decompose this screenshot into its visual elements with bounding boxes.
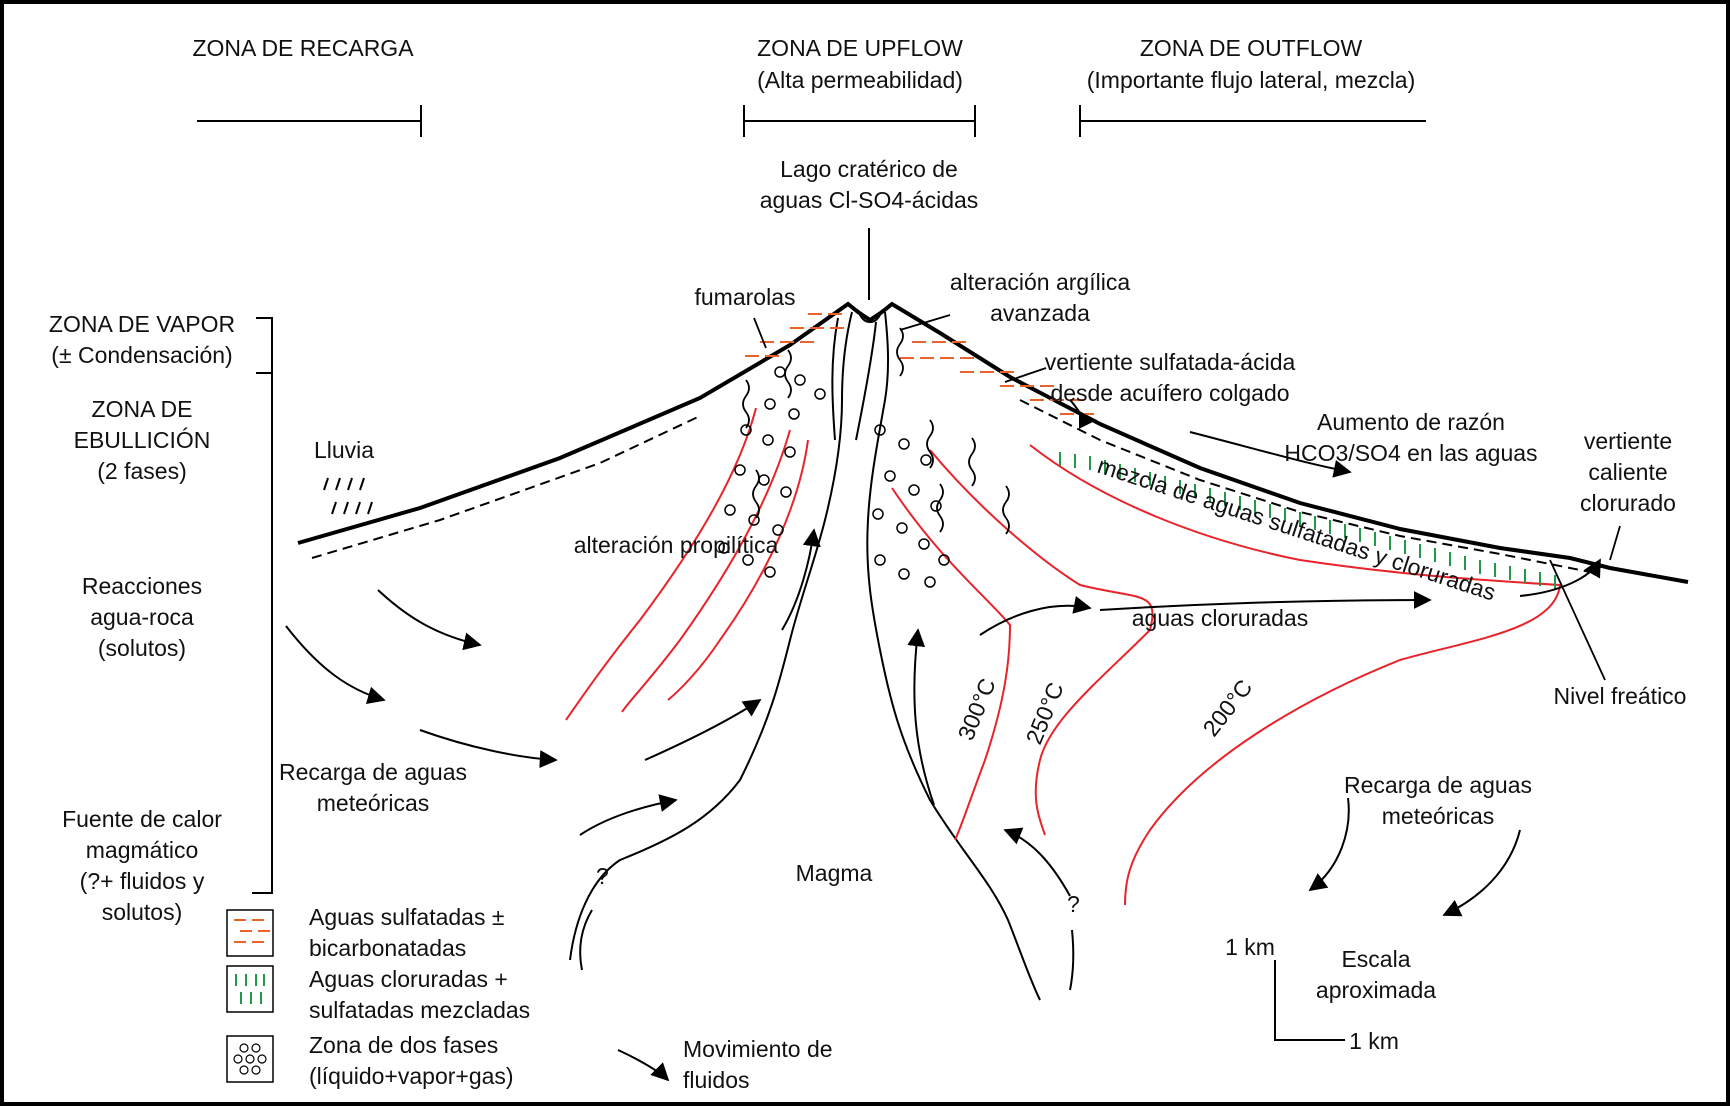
argilica-label-1: alteración argílica	[950, 269, 1130, 295]
legend-sulfate-2: bicarbonatadas	[309, 935, 466, 961]
recharge-right-arrow-1	[1310, 798, 1349, 890]
legend: Aguas sulfatadas ± bicarbonatadas Aguas …	[227, 904, 833, 1093]
lluvia-label: Lluvia	[314, 437, 374, 463]
legend-chloride-2: sulfatadas mezcladas	[309, 997, 530, 1023]
fumarolas-leader	[754, 318, 766, 348]
ebullicion-label-3: (2 fases)	[97, 458, 186, 484]
zona-outflow-title: ZONA DE OUTFLOW	[1140, 35, 1363, 61]
fuente-label-3: (?+ fluidos y	[80, 868, 205, 894]
magma-lower-right	[1070, 930, 1073, 990]
upflow-arrow-2	[580, 800, 676, 835]
conduit-inner-left	[832, 318, 838, 440]
zona-upflow-title: ZONA DE UPFLOW	[757, 35, 963, 61]
vapor-label-2: (± Condensación)	[51, 342, 232, 368]
recarga-right-label-1: Recarga de aguas	[1344, 772, 1532, 798]
question-left: ?	[596, 863, 609, 889]
sulfate-waters	[745, 314, 1094, 414]
scale-title-1: Escala	[1341, 946, 1410, 972]
magma-lower-left	[580, 910, 592, 970]
vapor-label-1: ZONA DE VAPOR	[49, 311, 235, 337]
vertiente-leader	[1005, 368, 1046, 382]
upflow-arrow-4	[914, 630, 934, 805]
legend-movement-2: fluidos	[683, 1067, 749, 1093]
caliente-label-2: caliente	[1588, 459, 1667, 485]
legend-two-phase-1: Zona de dos fases	[309, 1032, 498, 1058]
caliente-label-1: vertiente	[1584, 428, 1672, 454]
scale-vertical-label: 1 km	[1225, 934, 1275, 960]
isotherm-250-label: 250°C	[1021, 679, 1069, 748]
legend-sulfate-1: Aguas sulfatadas ±	[309, 904, 504, 930]
fuente-label-1: Fuente de calor	[62, 806, 222, 832]
reacciones-label-2: agua-roca	[90, 604, 194, 630]
conduit-right-wall	[867, 312, 1040, 1000]
recharge-right-arrow-2	[1444, 830, 1520, 915]
fumarolas-label: fumarolas	[695, 284, 796, 310]
scale-title-2: aproximada	[1316, 977, 1436, 1003]
legend-chloride-1: Aguas cloruradas +	[309, 966, 508, 992]
lago-label-2: aguas Cl-SO4-ácidas	[760, 187, 979, 213]
recarga-right-label-2: meteóricas	[1382, 803, 1494, 829]
rain-ticks	[324, 478, 372, 514]
isotherm-200-label: 200°C	[1197, 674, 1257, 741]
isotherms	[566, 408, 1560, 905]
left-bracket	[252, 318, 272, 893]
caliente-label-3: clorurado	[1580, 490, 1676, 516]
scale-horizontal-label: 1 km	[1349, 1028, 1399, 1054]
fuente-label-2: magmático	[86, 837, 198, 863]
scale-bar: 1 km 1 km Escala aproximada	[1225, 934, 1436, 1054]
upflow-arrow-5	[1005, 830, 1070, 896]
propilitica-label: alteración propilítica	[574, 532, 779, 558]
ebullicion-label-2: EBULLICIÓN	[74, 427, 211, 453]
isotherm-300	[892, 488, 1010, 840]
legend-movement-arrow	[618, 1050, 668, 1080]
recarga-left-label-2: meteóricas	[317, 790, 429, 816]
nivel-label: Nivel freático	[1554, 683, 1687, 709]
upflow-arrow-3	[782, 530, 814, 630]
upflow-arrow-1	[645, 700, 760, 760]
caliente-leader	[1610, 526, 1620, 560]
legend-sulfate-swatch	[227, 910, 273, 956]
aumento-label-1: Aumento de razón	[1317, 409, 1505, 435]
conduit-inner-right	[856, 322, 876, 440]
magma-label: Magma	[796, 860, 873, 886]
nivel-leader	[1550, 560, 1605, 680]
question-right: ?	[1067, 891, 1080, 917]
reacciones-label-3: (solutos)	[98, 635, 186, 661]
argilica-leader	[900, 315, 950, 330]
aumento-label-2: HCO3/SO4 en las aguas	[1284, 440, 1537, 466]
legend-movement-1: Movimiento de	[683, 1036, 833, 1062]
legend-chloride-swatch	[227, 966, 273, 1012]
legend-two-phase-2: (líquido+vapor+gas)	[309, 1063, 514, 1089]
mezcla-label: mezcla de aguas sulfatadas y cloruradas	[1094, 452, 1498, 606]
zona-recarga-label: ZONA DE RECARGA	[192, 35, 414, 61]
ebullicion-label-1: ZONA DE	[92, 396, 193, 422]
recharge-arrow-2	[286, 626, 384, 700]
recarga-left-label-1: Recarga de aguas	[279, 759, 467, 785]
vertiente-label-1: vertiente sulfatada-ácida	[1045, 349, 1296, 375]
cloruradas-label: aguas cloruradas	[1132, 605, 1308, 631]
recharge-arrow-1	[378, 590, 480, 645]
isotherm-250	[930, 450, 1152, 835]
zona-outflow-sub: (Importante flujo lateral, mezcla)	[1087, 67, 1416, 93]
argilica-label-2: avanzada	[990, 300, 1090, 326]
lago-label-1: Lago cratérico de	[780, 156, 958, 182]
zone-range-bars	[197, 105, 1426, 137]
zona-upflow-sub: (Alta permeabilidad)	[757, 67, 963, 93]
reacciones-label-1: Reacciones	[82, 573, 202, 599]
vertiente-label-2: desde acuífero colgado	[1050, 380, 1289, 406]
recharge-arrow-3	[420, 730, 556, 760]
fuente-label-4: solutos)	[102, 899, 183, 925]
